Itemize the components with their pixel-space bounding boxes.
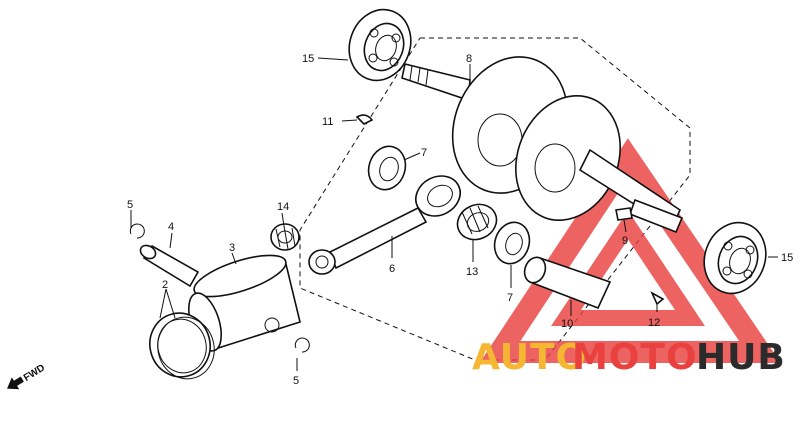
watermark-logo: AUTO MOTO HUB [472,337,786,378]
thrust-washer-upper [367,145,407,191]
crank-pin [523,256,612,310]
label-part-6: 6 [389,263,395,275]
label-part-15-lower: 15 [781,252,793,264]
crank-pin-small [615,207,633,221]
crankcase-outline [299,37,691,361]
watermark-word-auto: AUTO [472,337,587,378]
leader-lines [130,57,778,371]
fwd-label: FWD [22,363,47,384]
piston-pin-clip-lower [294,337,310,353]
watermark-word-moto: MOTO [572,337,698,378]
label-part-12: 12 [648,317,660,329]
woodruff-key [355,114,374,125]
label-part-7-lower: 7 [507,292,513,304]
label-part-13: 13 [466,266,478,278]
piston-pin-clip-upper [129,223,145,239]
label-part-15-upper: 15 [302,53,314,65]
watermark-word-hub: HUB [696,337,786,378]
needle-bearing-small [270,223,300,251]
label-part-10: 10 [561,318,573,330]
bearing-upper [348,8,412,82]
label-part-2: 2 [162,279,168,291]
key-lower [650,291,665,306]
crankshaft [401,56,684,234]
piston-rings [149,312,215,380]
label-part-11: 11 [322,116,333,128]
piston-pin [139,244,200,288]
bearing-lower [703,221,767,295]
forward-arrow: FWD [7,363,47,390]
needle-bearing-large [456,203,498,241]
piston [187,254,301,352]
thrust-washer-lower [493,221,531,265]
label-part-5-upper: 5 [127,199,133,211]
label-part-14: 14 [277,201,289,213]
connecting-rod [308,175,461,275]
label-part-4: 4 [168,221,174,233]
label-part-7-upper: 7 [421,147,427,159]
part-labels: 15 8 11 7 6 13 14 7 10 9 12 15 3 4 2 5 5 [127,53,793,387]
label-part-9: 9 [622,235,628,247]
label-part-5-lower: 5 [293,375,299,387]
watermark-triangle [479,138,781,363]
label-part-3: 3 [229,242,235,254]
label-part-8: 8 [466,53,472,65]
